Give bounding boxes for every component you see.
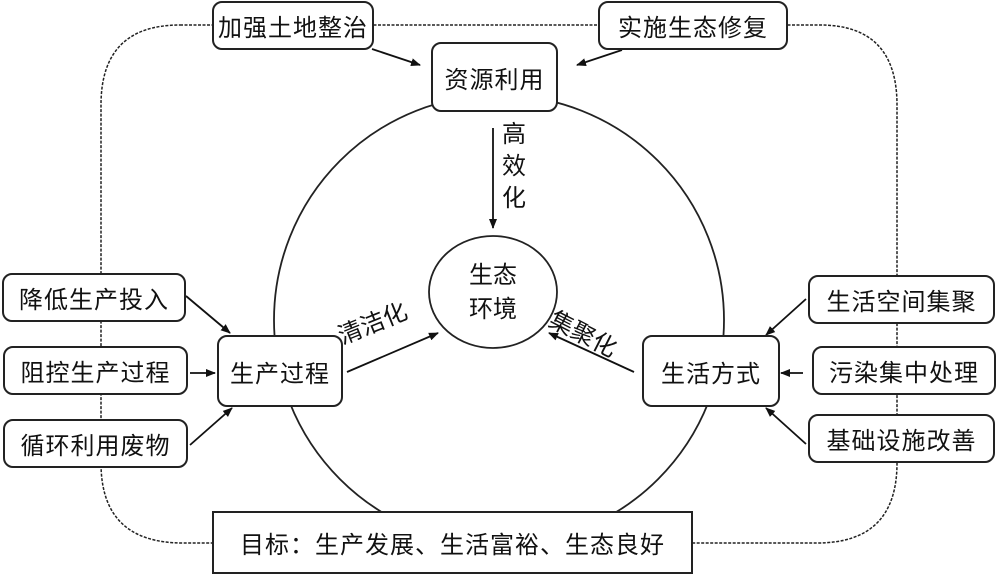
center-ellipse [428, 235, 558, 349]
land-consolidation-box: 加强土地整治 [212, 1, 374, 50]
infrastructure-label: 基础设施改善 [826, 427, 977, 455]
center-label: 生态 环境 [453, 258, 533, 326]
arrow-restore-to-resource [576, 49, 623, 66]
arrow-land-to-resource [371, 48, 421, 66]
recycle-waste-label: 循环利用废物 [20, 432, 171, 460]
pollution-treatment-box: 污染集中处理 [812, 346, 996, 395]
space-aggregation-label: 生活空间集聚 [826, 288, 977, 316]
lifestyle-box: 生活方式 [642, 335, 780, 407]
outer-dashed-loop [100, 24, 898, 544]
ecological-restoration-box: 实施生态修复 [598, 1, 788, 50]
production-process-label: 生产过程 [230, 359, 330, 388]
land-consolidation-label: 加强土地整治 [218, 14, 368, 42]
control-process-box: 阻控生产过程 [3, 346, 188, 395]
arrow-infrastructure [765, 407, 807, 445]
efficiency-flow-label: 高效化 [502, 120, 526, 212]
ecological-restoration-label: 实施生态修复 [618, 14, 768, 42]
production-process-box: 生产过程 [217, 335, 343, 407]
lifestyle-label: 生活方式 [661, 359, 761, 388]
arrow-living-to-center [548, 332, 635, 373]
recycle-waste-box: 循环利用废物 [3, 419, 188, 468]
arrow-recycle-waste [189, 407, 233, 446]
reduce-input-box: 降低生产投入 [2, 273, 186, 322]
goal-box: 目标：生产发展、生活富裕、生态良好 [212, 511, 693, 574]
arrow-production-to-center [346, 332, 439, 373]
reduce-input-label: 降低生产投入 [19, 286, 169, 314]
space-aggregation-box: 生活空间集聚 [808, 275, 995, 324]
goal-label: 目标：生产发展、生活富裕、生态良好 [240, 531, 665, 559]
pollution-treatment-label: 污染集中处理 [829, 359, 979, 387]
center-label-line1: 生态 [469, 261, 517, 289]
resource-use-label: 资源利用 [444, 65, 545, 94]
resource-use-box: 资源利用 [431, 42, 558, 112]
center-label-line2: 环境 [469, 295, 517, 323]
arrow-reduce-input [185, 295, 231, 334]
arrow-space-aggregation [765, 298, 807, 336]
infrastructure-box: 基础设施改善 [808, 414, 995, 463]
control-process-label: 阻控生产过程 [20, 359, 171, 387]
